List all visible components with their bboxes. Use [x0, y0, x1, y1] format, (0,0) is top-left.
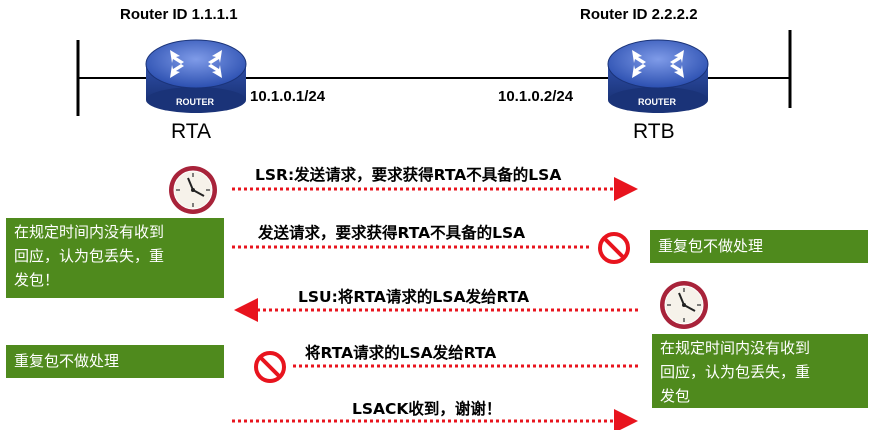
- msg-lsu: LSU:将RTA请求的LSA发给RTA: [298, 288, 530, 306]
- note-rta-timeout-line2: 回应，认为包丢失，重: [14, 247, 165, 265]
- msg-lsr: LSR:发送请求，要求获得RTA不具备的LSA: [255, 166, 562, 184]
- router-rta-icon-label: ROUTER: [176, 97, 214, 107]
- msg-lsr-retry: 发送请求，要求获得RTA不具备的LSA: [258, 224, 526, 242]
- note-rtb-timeout-line2: 回应，认为包丢失，重: [660, 363, 811, 381]
- router-rtb-icon: [607, 39, 709, 113]
- rta-router-id: Router ID 1.1.1.1: [120, 6, 238, 23]
- router-rtb-icon-label: ROUTER: [638, 97, 676, 107]
- note-rta-duplicate-text: 重复包不做处理: [14, 352, 120, 370]
- note-rta-timeout-line3: 发包！: [14, 271, 60, 289]
- rta-ip-address: 10.1.0.1/24: [250, 88, 326, 105]
- rtb-name: RTB: [633, 120, 675, 143]
- rta-name: RTA: [171, 120, 212, 143]
- note-rtb-duplicate: 重复包不做处理: [650, 230, 868, 263]
- note-rta-timeout: 在规定时间内没有收到 回应，认为包丢失，重 发包！: [6, 218, 224, 298]
- note-rta-timeout-line1: 在规定时间内没有收到: [14, 223, 165, 241]
- note-rtb-timeout-line1: 在规定时间内没有收到: [660, 339, 811, 357]
- msg-lsack: LSACK收到，谢谢！: [352, 400, 502, 418]
- note-rtb-timeout: 在规定时间内没有收到 回应，认为包丢失，重 发包: [652, 334, 868, 408]
- note-rtb-duplicate-text: 重复包不做处理: [658, 237, 764, 255]
- timer-clock-icon-rtb: [660, 281, 708, 329]
- msg-lsu-retry: 将RTA请求的LSA发给RTA: [305, 344, 497, 362]
- discard-icon-rtb: [598, 232, 630, 264]
- rtb-ip-address: 10.1.0.2/24: [498, 88, 574, 105]
- note-rtb-timeout-line3: 发包: [660, 387, 691, 405]
- note-rta-duplicate: 重复包不做处理: [6, 345, 224, 378]
- timer-clock-icon-rta: [169, 166, 217, 214]
- router-rta-icon: [145, 39, 247, 113]
- discard-icon-rta: [254, 351, 286, 383]
- rtb-router-id: Router ID 2.2.2.2: [580, 6, 698, 23]
